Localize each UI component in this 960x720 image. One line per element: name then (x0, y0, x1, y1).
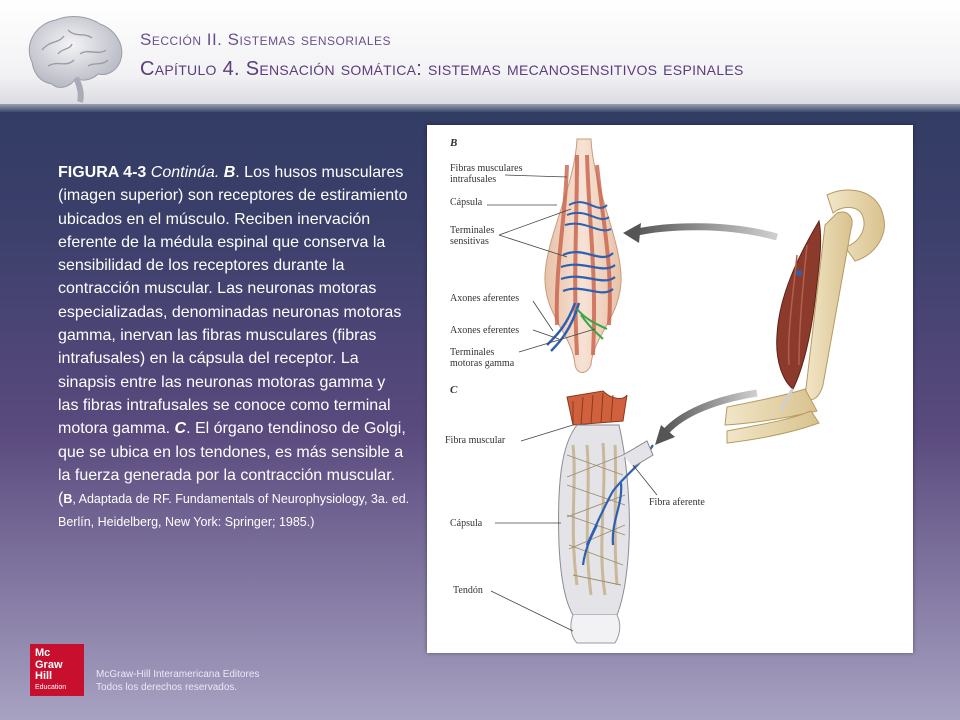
footer: McGraw-Hill Interamericana Editores Todo… (96, 668, 259, 694)
header-band (0, 104, 960, 112)
label-tendon: Tendón (453, 585, 483, 596)
chapter-title: Capítulo 4. Sensación somática: sistemas… (140, 58, 744, 80)
label-axones-eferentes: Axones eferentes (450, 325, 520, 336)
label-fibras-intrafusales: Fibras musculares intrafusales (450, 163, 523, 185)
logo-line1: Mc (35, 647, 51, 659)
anatomy-illustration (487, 138, 885, 644)
footer-publisher: McGraw-Hill Interamericana Editores (96, 669, 260, 680)
label-capsula-b: Cápsula (450, 197, 483, 208)
logo-line3: Hill (35, 670, 53, 682)
figure-caption: FIGURA 4-3 Continúa. B. Los husos muscul… (58, 164, 410, 530)
source-b: B (63, 492, 73, 507)
label-axones-aferentes: Axones aferentes (450, 293, 520, 304)
slide-header (0, 0, 960, 108)
label-fibra-aferente: Fibra aferente (649, 497, 705, 508)
mcgraw-hill-logo: Mc Graw Hill Education (30, 644, 84, 696)
figure-panel: B Fibras musculares intrafusales Cápsula… (427, 125, 913, 653)
part-c-label: C (174, 420, 187, 438)
label-fibra-muscular: Fibra muscular (445, 435, 506, 446)
logo-line4: Education (35, 683, 67, 691)
panel-c-letter: C (450, 384, 458, 396)
label-terminales-sensitivas: Terminales sensitivas (450, 225, 495, 247)
label-capsula-c: Cápsula (450, 518, 483, 529)
continues-text: Continúa. (150, 164, 220, 181)
footer-rights: Todos los derechos reservados. (96, 682, 238, 693)
caption-text-c: El órgano tendinoso de Golgi, que se ubi… (58, 420, 406, 484)
label-terminales-motoras: Terminales motoras gamma (450, 347, 515, 369)
panel-b-letter: B (450, 137, 458, 149)
brain-icon (28, 16, 123, 103)
part-b-label: B (223, 164, 236, 181)
source-open: ( (58, 490, 64, 508)
logo-line2: Graw (35, 658, 63, 671)
source-text: , Adaptada de RF. Fundamentals of Neurop… (58, 492, 410, 530)
section-title: Sección II. Sistemas sensoriales (140, 30, 392, 49)
figure-label: FIGURA 4-3 (58, 164, 147, 181)
caption-text-b: Los husos musculares (imagen superior) s… (58, 164, 408, 438)
